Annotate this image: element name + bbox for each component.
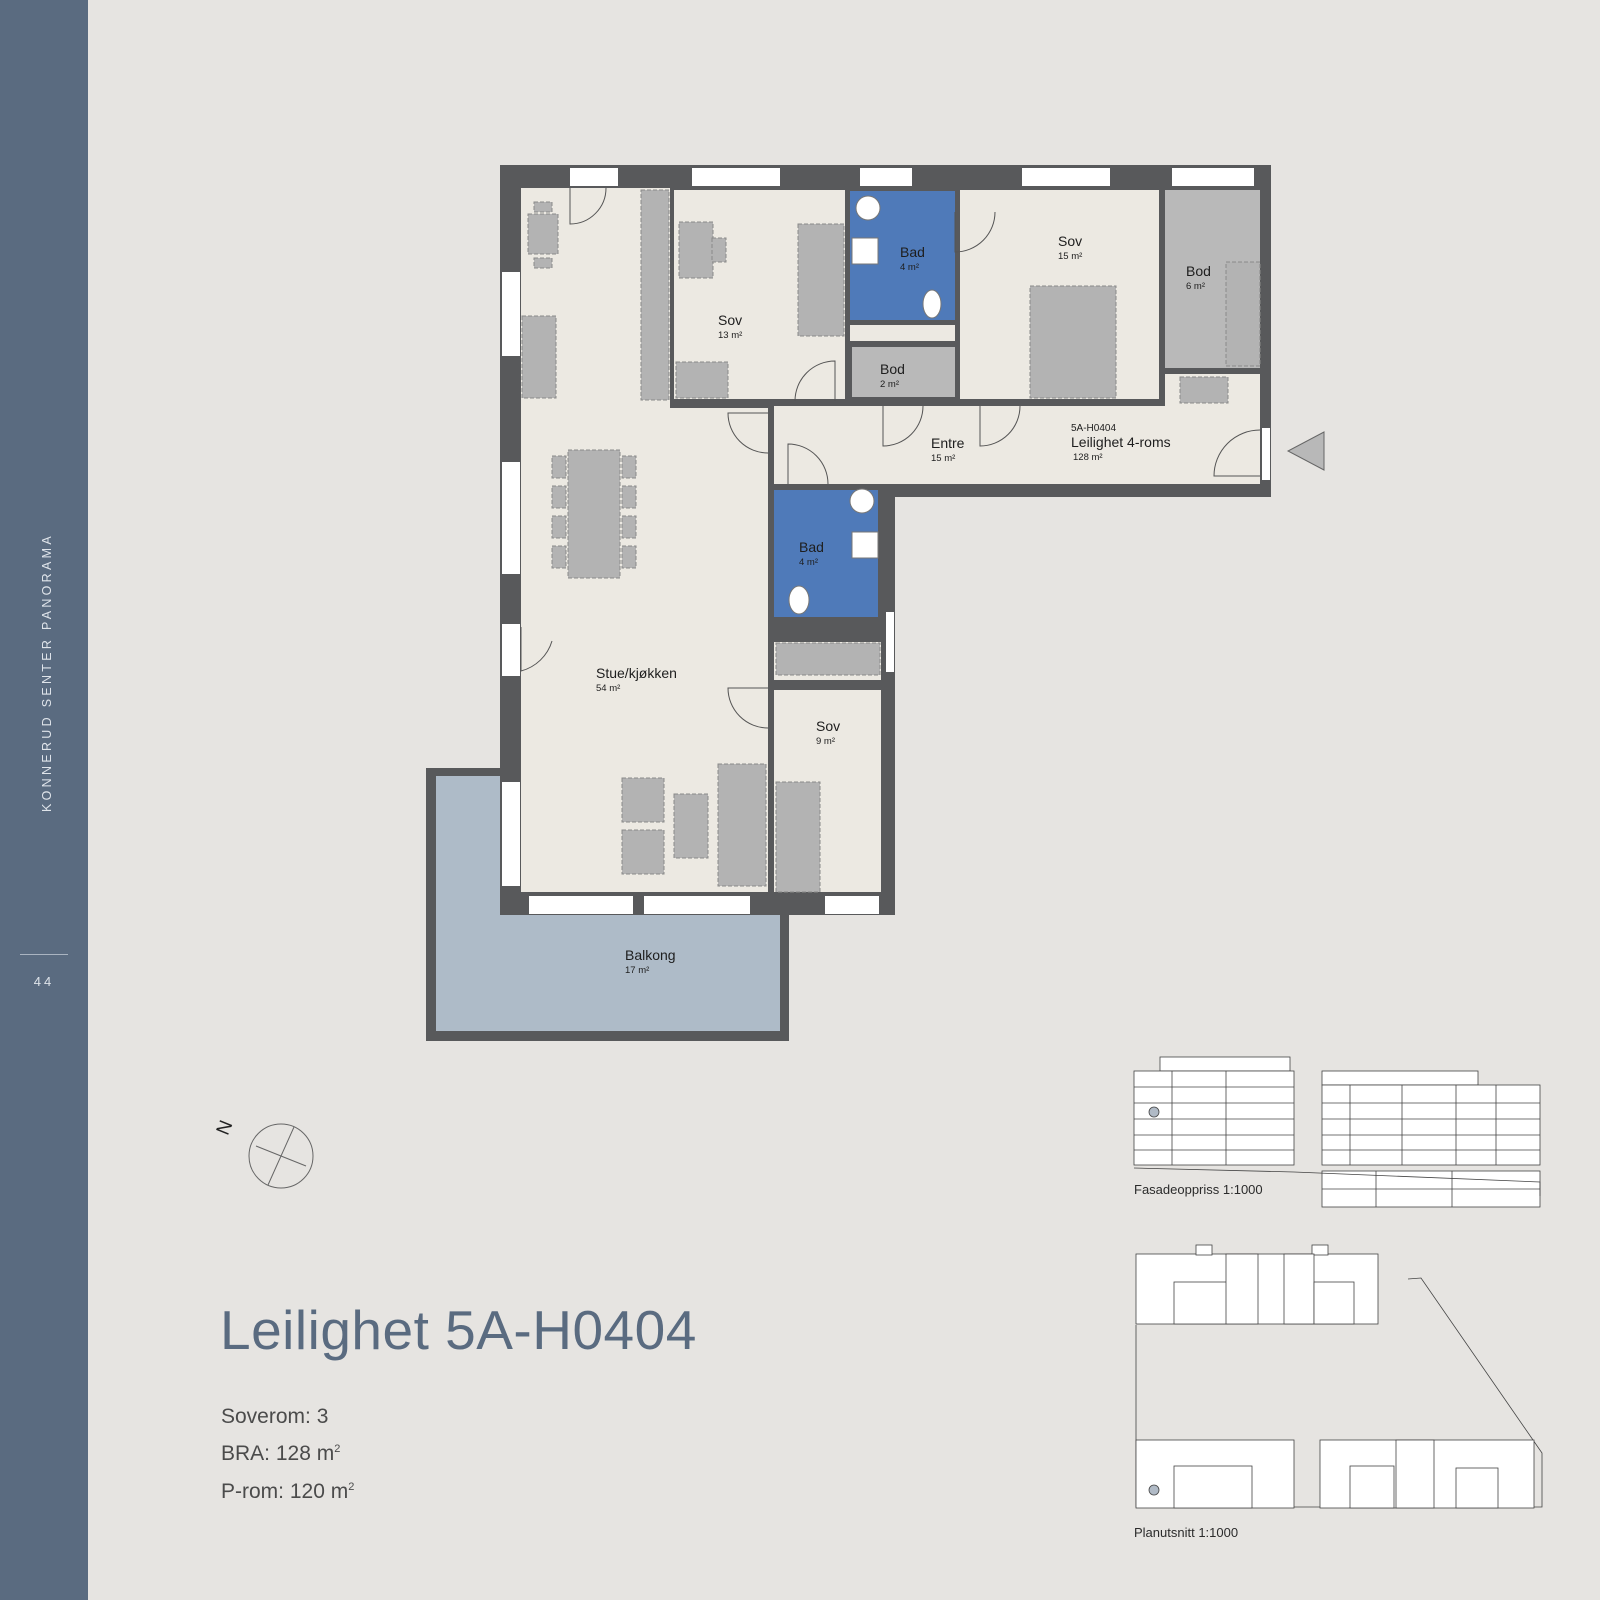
room-name-balkong: Balkong xyxy=(625,947,676,963)
room-labels: Sov 13 m² Bad 4 m² Sov 15 m² Bod 6 m² Bo… xyxy=(596,233,1211,976)
prom-area-value: P-rom: 120 m xyxy=(221,1480,349,1503)
room-name-sov1: Sov xyxy=(718,312,742,328)
bra-area-unit-sup: 2 xyxy=(334,1443,341,1455)
room-area-bod2: 2 m² xyxy=(880,379,899,390)
room-name-bod2: Bod xyxy=(880,361,905,377)
compass-icon: N xyxy=(213,1118,314,1189)
bra-area-value: BRA: 128 m xyxy=(221,1442,335,1465)
site-plan-caption: Planutsnitt 1:1000 xyxy=(1134,1525,1239,1540)
bathroom-fixtures xyxy=(788,195,942,615)
windows xyxy=(502,168,1270,914)
compass-north-label: N xyxy=(213,1118,238,1139)
room-name-bad2: Bad xyxy=(799,539,824,555)
doors xyxy=(520,187,1261,729)
room-area-entre: 15 m² xyxy=(931,453,955,464)
unit-type: Leilighet 4-roms xyxy=(1071,434,1171,450)
room-area-bad2: 4 m² xyxy=(799,557,818,568)
room-area-sov2: 15 m² xyxy=(1058,251,1082,262)
room-name-stue: Stue/kjøkken xyxy=(596,665,677,681)
entrance-arrow-icon xyxy=(1286,431,1325,471)
page-number: 44 xyxy=(33,974,55,989)
sidebar-divider xyxy=(20,954,68,955)
facade-elevation-thumbnail xyxy=(1133,1056,1541,1208)
room-area-bod1: 6 m² xyxy=(1186,281,1205,292)
bra-area: BRA: 128 m2 xyxy=(221,1442,340,1466)
room-area-stue: 54 m² xyxy=(596,683,620,694)
unit-area: 128 m² xyxy=(1073,452,1103,463)
room-name-sov3: Sov xyxy=(816,718,840,734)
prom-area-unit-sup: 2 xyxy=(348,1481,355,1493)
room-name-bad1: Bad xyxy=(900,244,925,260)
room-area-balkong: 17 m² xyxy=(625,965,649,976)
interior-walls xyxy=(670,190,1261,900)
prom-area: P-rom: 120 m2 xyxy=(221,1480,354,1504)
room-name-sov2: Sov xyxy=(1058,233,1082,249)
storage-small xyxy=(852,347,955,397)
bedroom-count: Soverom: 3 xyxy=(221,1405,329,1428)
furniture xyxy=(521,189,1261,893)
facade-caption: Fasadeoppriss 1:1000 xyxy=(1134,1182,1263,1197)
site-plan-thumbnail xyxy=(1135,1244,1543,1509)
sidebar: KONNERUD SENTER PANORAMA 44 xyxy=(0,0,88,1600)
room-area-bad1: 4 m² xyxy=(900,262,919,273)
room-area-sov3: 9 m² xyxy=(816,736,835,747)
room-name-bod1: Bod xyxy=(1186,263,1211,279)
unit-code: 5A-H0404 xyxy=(1071,423,1116,434)
room-name-entre: Entre xyxy=(931,435,965,451)
page-title: Leilighet 5A-H0404 xyxy=(220,1299,697,1361)
room-area-sov1: 13 m² xyxy=(718,330,742,341)
